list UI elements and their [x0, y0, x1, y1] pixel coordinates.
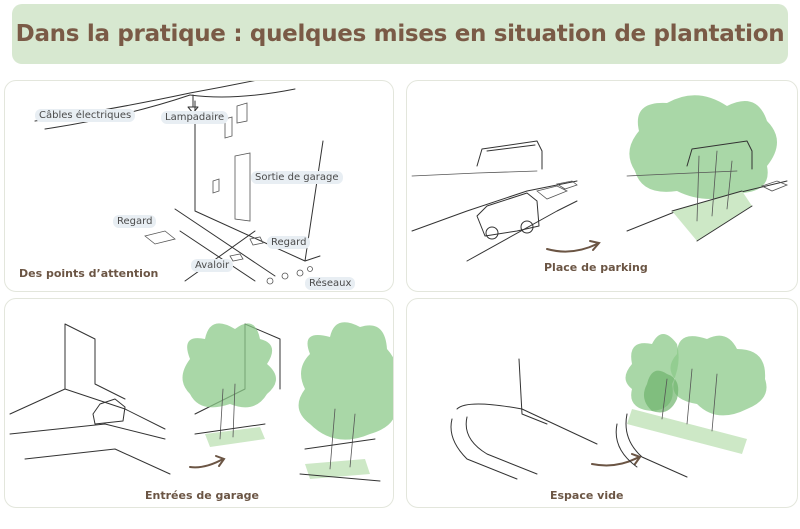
tree-canopy-vide-3: [643, 370, 679, 413]
title-banner: Dans la pratique : quelques mises en sit…: [12, 4, 788, 64]
car-before: [476, 192, 540, 237]
label-sortie-garage: Sortie de garage: [251, 171, 343, 184]
label-cables: Câbles électriques: [35, 109, 136, 122]
corner-building-before: [9, 323, 166, 430]
caption-parking: Place de parking: [544, 261, 648, 274]
tree-canopy-vide-2: [670, 335, 767, 416]
transition-arrow-vide: [591, 456, 640, 467]
panel-espace-vide: Espace vide: [406, 298, 798, 508]
wall-before: [518, 358, 548, 425]
car-garage: [92, 398, 126, 425]
parking-sketch: [411, 95, 789, 262]
label-regard-2: Regard: [267, 236, 311, 249]
caption-garage: Entrées de garage: [145, 489, 259, 502]
garage-entry-sketch: [9, 322, 393, 482]
page-title: Dans la pratique : quelques mises en sit…: [15, 21, 785, 47]
label-avaloir: Avaloir: [191, 259, 234, 272]
garage-door: [234, 152, 251, 222]
tree-canopy-garage-1: [182, 323, 276, 408]
panel-points-attention: Câbles électriques Lampadaire Sortie de …: [4, 80, 394, 292]
label-reseaux: Réseaux: [305, 277, 356, 290]
panel-place-parking: Place de parking: [406, 80, 798, 292]
label-regard-1: Regard: [113, 215, 157, 228]
caption-vide: Espace vide: [550, 489, 624, 502]
transition-arrow-garage: [189, 458, 224, 469]
caption-attention: Des points d’attention: [19, 267, 159, 280]
tree-canopy-garage-2: [298, 322, 393, 440]
road-edge-before: [411, 180, 578, 232]
house-before: [476, 140, 543, 170]
regard-1: [144, 230, 176, 245]
avaloir-grate: [229, 253, 244, 262]
transition-arrow-parking: [546, 243, 598, 253]
building-edge: [194, 100, 321, 262]
label-lampadaire: Lampadaire: [161, 111, 229, 124]
regard-2: [249, 236, 264, 246]
panel-entrees-garage: Entrées de garage: [4, 298, 394, 508]
empty-space-sketch: [450, 334, 767, 480]
